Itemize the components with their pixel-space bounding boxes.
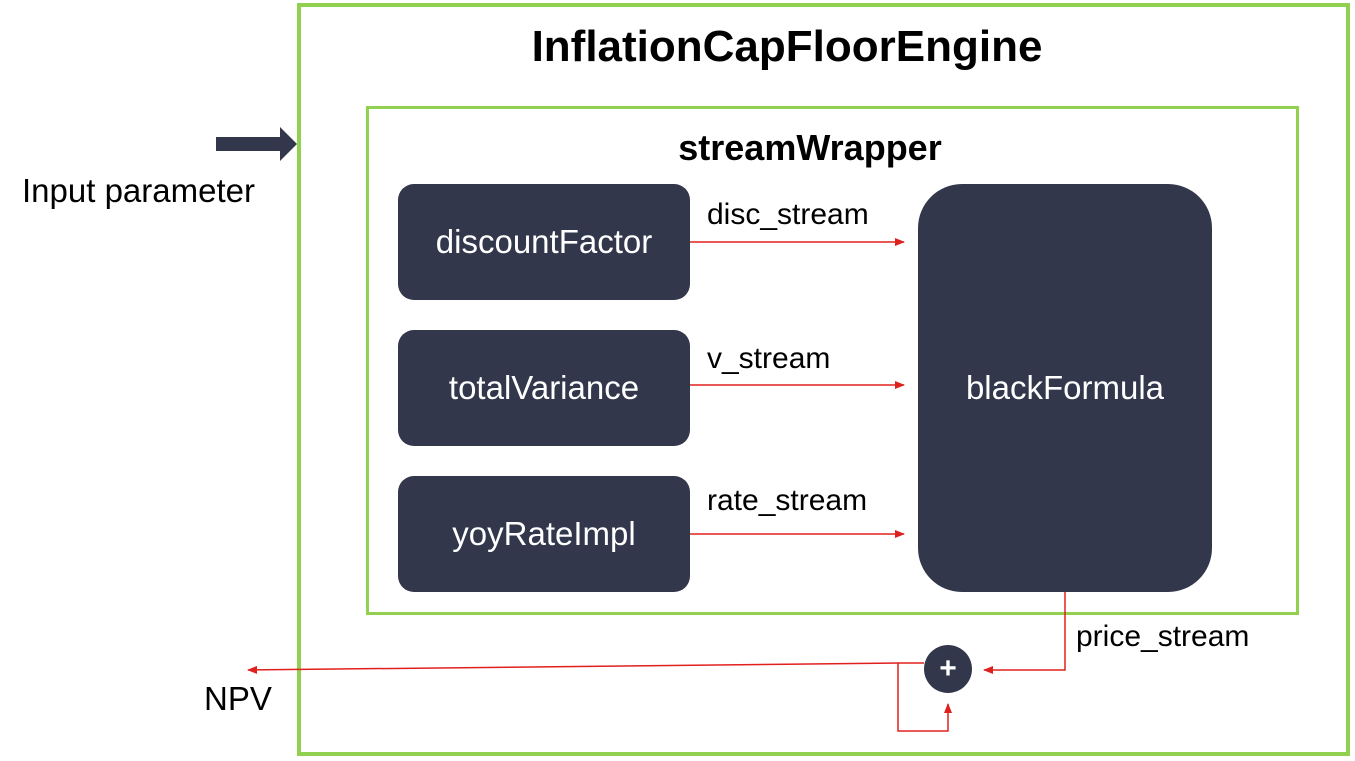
black-formula-block: blackFormula (918, 184, 1212, 592)
rate-stream-label: rate_stream (707, 484, 868, 517)
npv-label: NPV (204, 680, 272, 717)
price-stream-label: price_stream (1076, 620, 1250, 653)
discount-factor-block: discountFactor (398, 184, 690, 300)
engine-title: InflationCapFloorEngine (531, 22, 1043, 71)
input-arrow (216, 127, 297, 161)
total-variance-block: totalVariance (398, 330, 690, 446)
npv-output-arrow (247, 662, 899, 674)
price-stream-arrow (983, 592, 1066, 674)
stream-wrapper-frame (366, 106, 1299, 615)
feedback-loop-arrow (897, 662, 952, 732)
adder-node: + (924, 645, 972, 693)
v-stream-label: v_stream (707, 342, 831, 375)
disc-stream-label: disc_stream (707, 198, 869, 231)
engine-frame (297, 3, 1350, 756)
input-parameter-label: Input parameter (22, 172, 255, 209)
yoy-rate-impl-block: yoyRateImpl (398, 476, 690, 592)
stream-wrapper-title: streamWrapper (678, 127, 942, 168)
